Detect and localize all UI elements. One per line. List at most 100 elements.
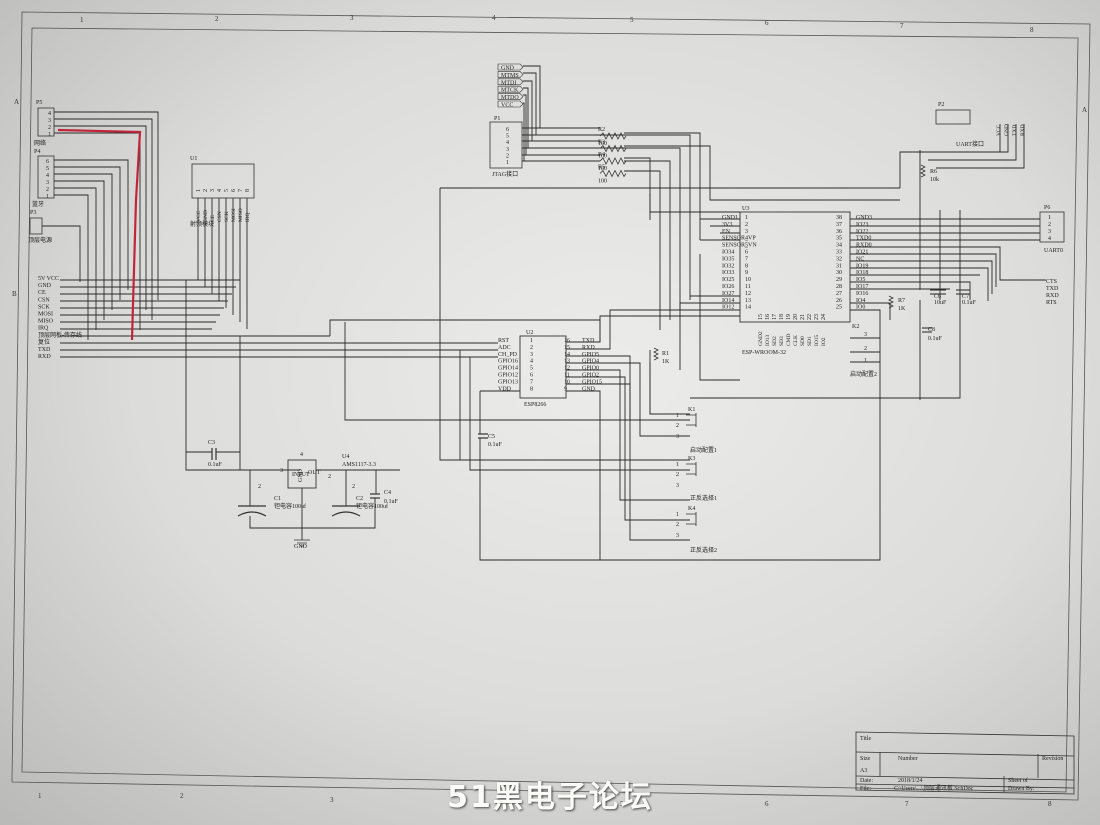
title-block: Title Size A3 Number Revision Date: 2018… <box>855 731 1075 795</box>
u3-pin-num: 34 <box>836 243 842 249</box>
capacitor-c5: C5 0.1uF <box>478 433 503 448</box>
wire <box>522 72 537 136</box>
c8-value: 0.1uF <box>928 336 943 342</box>
u1-pin-num: 8 <box>245 189 251 192</box>
p1-label: JTAG接口 <box>492 170 518 178</box>
u2-pin-name: GPIO5 <box>582 352 599 358</box>
net-label: 顶层网板-传存线 <box>38 331 82 339</box>
u3-pin-num: 13 <box>745 298 751 304</box>
switch-label: 启动配置1 <box>690 446 717 454</box>
watermark: 51黑电子论坛 <box>447 780 653 815</box>
u2-pin-num: 15 <box>564 345 570 351</box>
r6-value: 10k <box>930 177 939 183</box>
c2-value: 钽电容100uf <box>356 502 388 510</box>
p5-label: 网络 <box>34 139 46 147</box>
col-marker: 6 <box>765 19 769 27</box>
wire <box>54 132 141 330</box>
u2-pin-name: ADC <box>498 345 511 351</box>
wire <box>566 390 601 560</box>
tb-title: Title <box>860 736 871 742</box>
u3-pin-name: SD0 <box>800 336 806 346</box>
switch-pin: 2 <box>676 472 679 478</box>
u3-pin-num: 8 <box>745 263 748 269</box>
left-net-labels: 5V VCCGNDCECSNSCKMOSIMISOIRQ顶层网板-传存线复位TX… <box>38 276 82 360</box>
u3-pin-num: 29 <box>836 277 842 283</box>
u3-pin-name: SD1 <box>807 336 813 346</box>
u3-pin-name: TXD0 <box>856 236 871 242</box>
capacitor-c3: C3 0.1uF <box>208 440 223 468</box>
u3-pin-num: 17 <box>772 314 778 320</box>
resistor-ref: R5 <box>598 165 605 171</box>
p6-net: RXD <box>1046 293 1059 299</box>
switch-label: 正反选择2 <box>690 546 717 554</box>
col-marker: 7 <box>900 22 904 30</box>
wire <box>522 65 541 129</box>
switch-label: 启动配置2 <box>850 370 877 378</box>
c2-ref: C2 <box>356 496 363 502</box>
col-marker: 8 <box>1048 800 1052 808</box>
u3-pin-num: 1 <box>745 215 748 221</box>
net-label: TXD <box>38 347 51 353</box>
resistor-ref: R2 <box>598 127 605 133</box>
c4-ref: C4 <box>384 490 391 496</box>
wire <box>42 225 81 282</box>
resistor-zigzag <box>599 169 627 178</box>
capacitor-c8: C8 0.1uF <box>922 327 943 342</box>
jtag-net: MTMS <box>501 73 519 79</box>
wires <box>42 65 1046 561</box>
switch-pin: 2 <box>676 522 679 528</box>
u2-pin-name: GPIO2 <box>582 373 599 379</box>
tb-size-val: A3 <box>860 768 867 774</box>
col-markers: 1 2 3 4 5 6 7 8 1 2 3 4 5 6 7 8 A B A <box>12 14 1087 808</box>
wire <box>624 145 900 201</box>
connector-p5: P5 4 3 2 1 网络 <box>34 100 55 147</box>
resistor-zigzag <box>599 132 627 140</box>
u2-pin-num: 4 <box>530 359 533 365</box>
jtag-net: VCC <box>501 103 513 109</box>
p2-label: UART接口 <box>956 140 984 148</box>
c1-pin: 2 <box>258 484 261 490</box>
c5-value: 0.1uF <box>488 442 503 448</box>
u3-pin-name: IO34 <box>722 250 734 256</box>
wire <box>566 383 690 541</box>
jtag-net: MTDO <box>501 95 519 101</box>
p4-label: 蓝牙 <box>32 200 44 208</box>
switch-pin: 1 <box>676 512 679 518</box>
u3-pin-num: 11 <box>745 284 751 290</box>
u2-name: ESP8266 <box>524 402 546 408</box>
u2-pin-name: RXD <box>582 345 595 351</box>
gnd-label: GND <box>294 544 308 550</box>
u2-pin-num: 8 <box>530 386 533 392</box>
u1-pin-num: 5 <box>224 189 230 192</box>
wire <box>850 267 989 301</box>
u3-pin-num: 5 <box>745 243 748 249</box>
wire <box>624 132 701 240</box>
u1-pin-num: 3 <box>210 189 216 192</box>
u1-pin-name: MOSI <box>231 208 237 222</box>
u3-pin-name: GND2 <box>758 331 764 346</box>
u3-pin-name: IO26 <box>722 284 734 290</box>
resistor-value: 100 <box>598 179 607 185</box>
p4-pin: 1 <box>46 194 49 200</box>
p6-net: CTS <box>1046 279 1057 285</box>
col-marker: 5 <box>630 16 634 24</box>
u3-pin-name: 3V3 <box>722 222 732 228</box>
c5-ref: C5 <box>488 434 495 440</box>
tb-sheet: Sheet of <box>1008 777 1028 784</box>
wire <box>185 280 300 471</box>
wire <box>624 157 651 220</box>
u3-pin-name: IO32 <box>722 263 734 269</box>
u1-pin-name: VCC <box>196 210 202 222</box>
net-label: MISO <box>38 319 54 325</box>
u2-pin-num: 14 <box>564 352 570 358</box>
switch-pin: 2 <box>864 346 867 352</box>
u2-pin-name: GPIO14 <box>498 366 518 372</box>
u2-pin-name: VDD <box>498 386 512 392</box>
wire <box>54 194 89 340</box>
